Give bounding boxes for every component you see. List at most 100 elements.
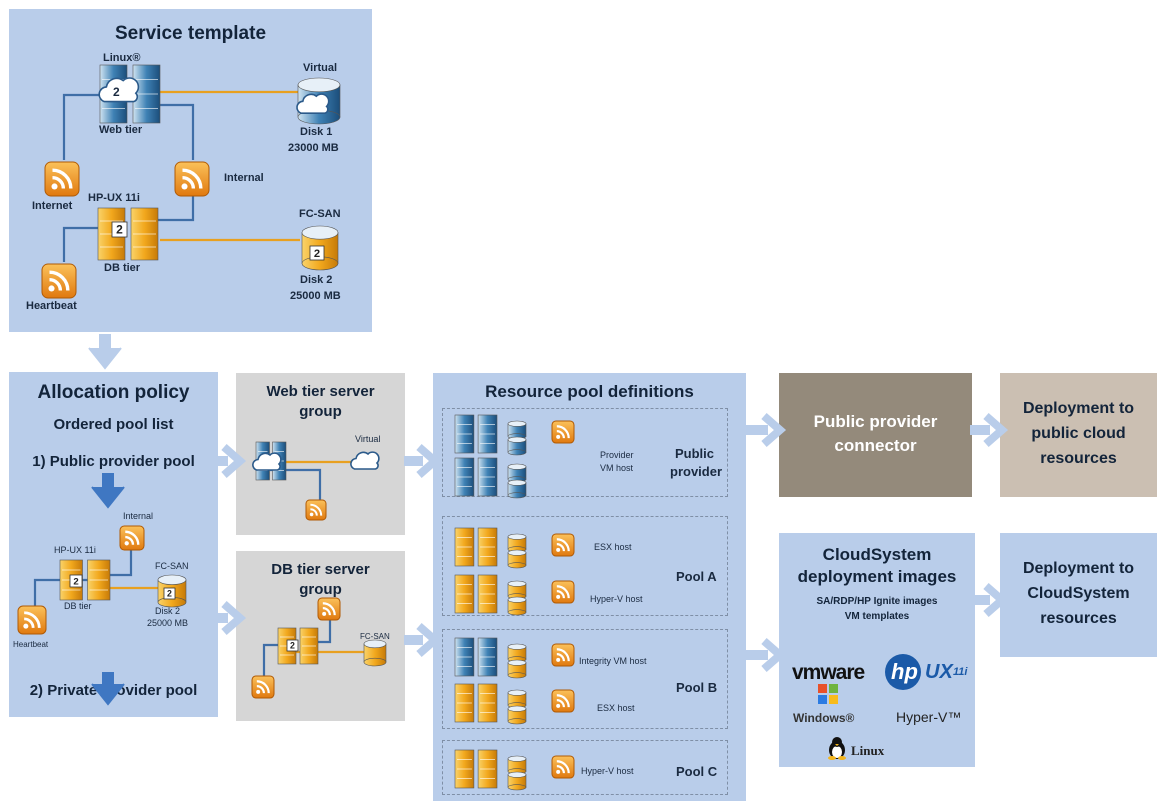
resource-pool-definitions-title: Resource pool definitions	[485, 382, 694, 401]
db-group-fcsan-label: FC-SAN	[360, 632, 390, 641]
alloc-db-tier-label: DB tier	[64, 601, 92, 611]
virtual-label: Virtual	[303, 62, 338, 74]
pool-c-row1-disk2-icon	[507, 771, 527, 791]
alloc-disk2-size-label: 25000 MB	[147, 618, 189, 628]
pool-a-esx-host-label: ESX host	[594, 542, 632, 552]
hp-logo	[885, 654, 921, 690]
images-to-deploy-arrow	[973, 582, 1009, 618]
pool-c-name: Pool C	[676, 764, 718, 779]
pool-a-row2-rss-icon	[551, 580, 575, 604]
web-group-to-pools-arrow	[404, 443, 442, 479]
pools-to-connector-arrow	[744, 412, 787, 448]
web-to-internal-link	[150, 103, 195, 160]
public-row1-disk2-icon	[507, 436, 527, 456]
deploy-public-line3: resources	[1040, 450, 1117, 467]
provider-vm-host-line1: Provider	[600, 450, 634, 460]
pool-b-row1-disk-icon	[507, 643, 527, 663]
web-group-cloud-icon	[252, 452, 282, 471]
internal-rss-icon	[174, 161, 210, 197]
disk1-size-label: 23000 MB	[288, 142, 339, 154]
alloc-fcsan-label: FC-SAN	[155, 561, 189, 571]
fcsan-label: FC-SAN	[299, 208, 341, 220]
linux-label: Linux	[851, 743, 885, 758]
alloc-disk-badge-icon: 2	[163, 587, 176, 600]
alloc-down-arrow-1	[91, 473, 125, 509]
alloc-to-db-group-arrow	[214, 600, 247, 636]
public-provider-connector-line1: Public provider	[813, 412, 938, 431]
web-tier-group-title-line2: group	[299, 403, 342, 420]
web-group-virtual-cloud-icon	[350, 451, 380, 470]
service-template-web-badge: 2	[113, 85, 120, 99]
db-group-rss-icon	[251, 675, 275, 699]
public-provider-name-line1: Public	[675, 446, 715, 461]
deploy-public-line1: Deployment to	[1022, 400, 1135, 417]
windows-flag-icon	[817, 683, 839, 705]
ordered-pool-list-label: Ordered pool list	[53, 416, 174, 433]
web-tier-group-title-line1: Web tier server	[266, 383, 375, 400]
alloc-heartbeat-rss-icon	[17, 605, 47, 635]
hpux-db-server-icon	[97, 207, 159, 261]
virtual-disk-cloud-icon	[296, 93, 330, 114]
pool-b-row2-server-icon	[454, 683, 498, 723]
public-provider-connector-line2: connector	[834, 436, 917, 455]
alloc-disk2-label: Disk 2	[155, 606, 181, 616]
public-row1-rss-icon	[551, 420, 575, 444]
web-group-rss-icon	[305, 499, 327, 521]
db-group-to-rss-link	[262, 643, 280, 688]
allocation-policy-panel: Allocation policy Ordered pool list 1) P…	[9, 372, 218, 717]
public-provider-connector-box: Public provider connector	[779, 373, 972, 497]
pool-c-hyper-v-host-label: Hyper-V host	[581, 766, 634, 776]
alloc-internal-label: Internal	[123, 511, 154, 521]
internet-rss-icon	[44, 161, 80, 197]
web-group-virtual-label: Virtual	[355, 434, 381, 444]
pool-a-row1-disk2-icon	[507, 549, 527, 569]
svg-text:2: 2	[290, 641, 295, 651]
pool-a	[442, 516, 728, 616]
linux-os-label: Linux®	[103, 52, 141, 64]
provider-vm-host-line2: VM host	[600, 463, 634, 473]
svg-text:2: 2	[73, 576, 78, 587]
pool-public-provider	[442, 408, 728, 497]
disk1-label: Disk 1	[300, 126, 333, 138]
db-to-heartbeat-link	[62, 226, 98, 262]
deploy-public-line2: public cloud	[1031, 425, 1126, 442]
alloc-hpux-label: HP-UX 11i	[54, 545, 96, 555]
hp-logo-text: hp	[891, 659, 918, 684]
cloudsystem-deployment-images-panel: CloudSystem deployment images SA/RDP/HP …	[779, 533, 975, 767]
db-tier-group-title-line2: group	[299, 581, 342, 598]
allocation-policy-title: Allocation policy	[37, 382, 190, 403]
pool-b-row2-disk-icon	[507, 689, 527, 709]
pool-b-row1-rss-icon	[551, 643, 575, 667]
pool-c	[442, 740, 728, 795]
tux-penguin-icon	[827, 736, 847, 760]
disk2-label: Disk 2	[300, 274, 333, 286]
windows-label: Windows®	[793, 711, 855, 725]
svg-text:2: 2	[314, 248, 320, 260]
pool-b-row1-disk2-icon	[507, 659, 527, 679]
web-group-to-rss-link	[270, 468, 322, 508]
alloc-to-web-group-arrow	[214, 443, 247, 479]
connector-to-deploy-arrow	[970, 412, 1009, 448]
pool-a-name: Pool A	[676, 569, 717, 584]
svg-text:2: 2	[167, 589, 172, 599]
internal-label: Internal	[224, 172, 264, 184]
db-group-disk-icon	[363, 639, 387, 667]
hpux-label: HP-UX 11i	[88, 192, 140, 204]
heartbeat-rss-icon	[41, 263, 77, 299]
pool-c-row1-rss-icon	[551, 755, 575, 779]
vmware-logo: vmware	[792, 661, 865, 684]
pool-c-row1-disk-icon	[507, 755, 527, 775]
public-provider-pool-label: 1) Public provider pool	[32, 453, 195, 470]
db-group-server-icon	[277, 627, 319, 665]
hyper-v-label: Hyper-V™	[896, 709, 962, 725]
cloudsystem-images-line1: CloudSystem	[822, 545, 932, 564]
hpux-logo: UX	[925, 661, 953, 683]
pool-b-integrity-vm-host-label: Integrity VM host	[579, 656, 647, 666]
svg-text:2: 2	[116, 223, 123, 237]
deploy-cloudsystem-line3: resources	[1040, 610, 1117, 627]
pool-a-hyper-v-host-label: Hyper-V host	[590, 594, 643, 604]
alloc-internal-rss-icon	[119, 525, 145, 551]
deployment-public-cloud-box: Deployment to public cloud resources	[1000, 373, 1157, 497]
internet-label: Internet	[32, 200, 73, 212]
